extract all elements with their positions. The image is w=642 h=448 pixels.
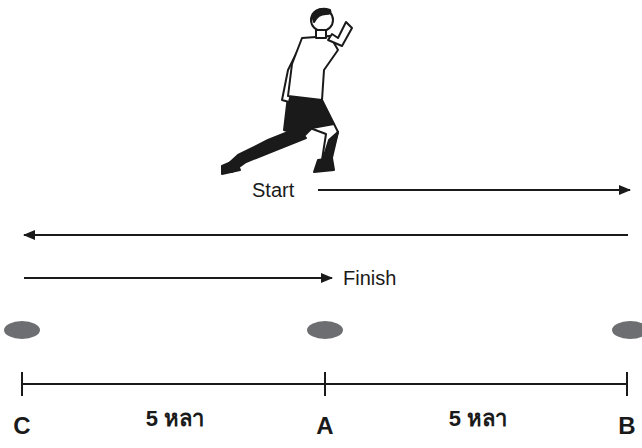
cone-marker [612,321,642,339]
cone-marker [307,321,343,339]
runner-figure [222,9,352,174]
point-letter: C [13,413,30,439]
dimension-label: 5 หลา [449,407,507,431]
direction-label: Start [252,179,294,201]
point-letter: A [316,413,333,439]
cone-marker [4,321,40,339]
direction-label: Finish [343,267,396,289]
dimension-label: 5 หลา [146,407,204,431]
dimension-line [22,372,627,396]
point-letter: B [618,413,635,439]
run-arrow [318,189,630,191]
run-arrow [24,277,332,279]
run-arrow [24,234,628,236]
